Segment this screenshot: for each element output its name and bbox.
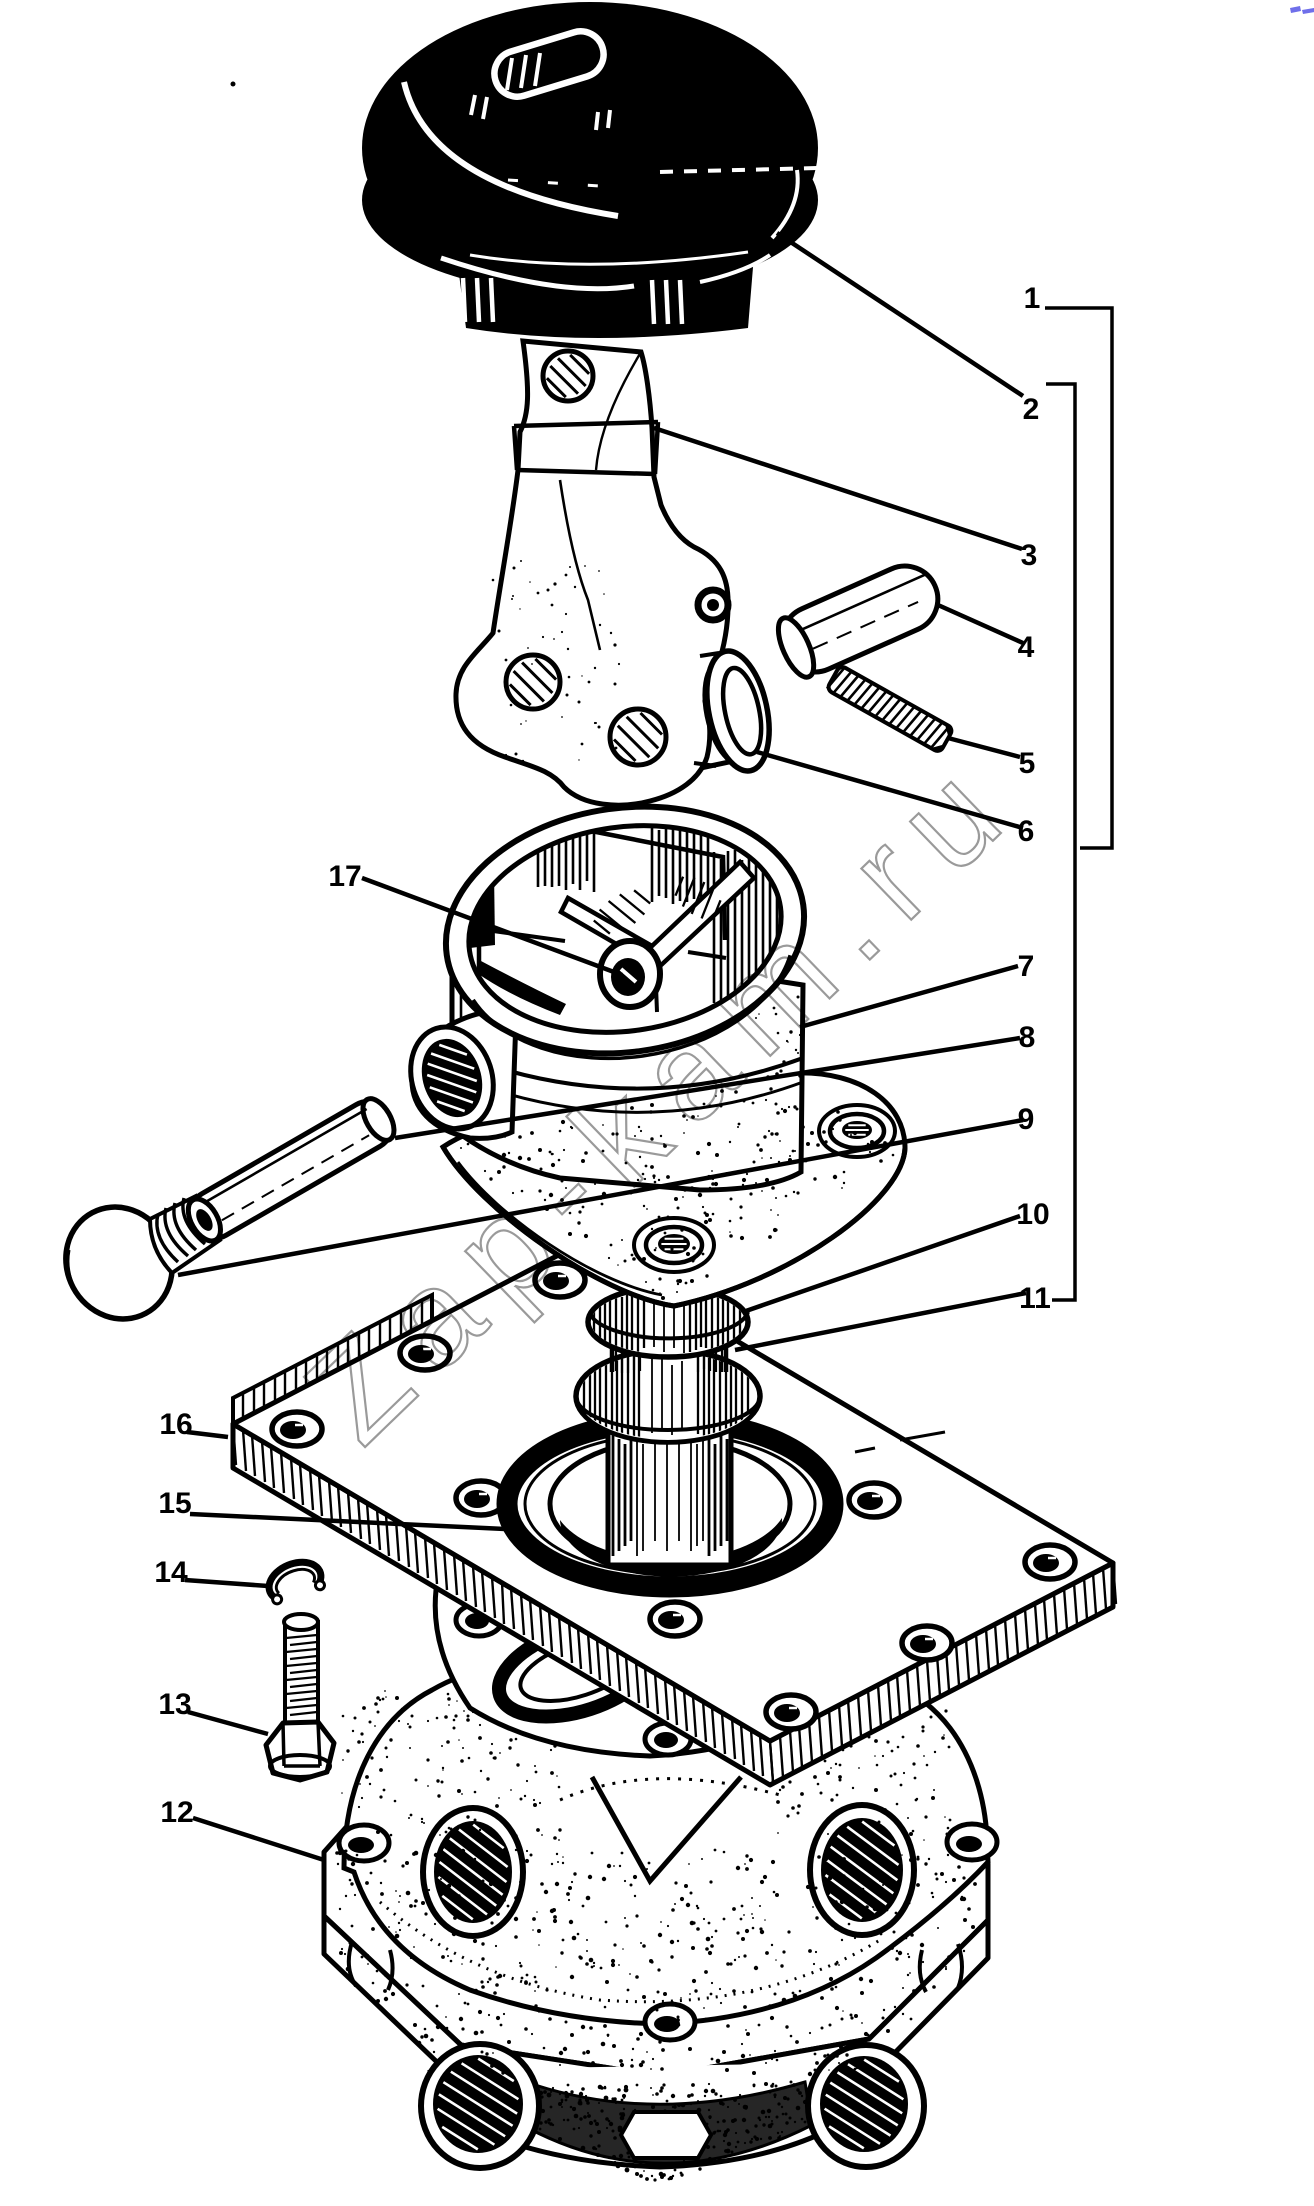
svg-text:5: 5 xyxy=(1019,747,1036,780)
svg-text:6: 6 xyxy=(1018,815,1035,848)
svg-text:14: 14 xyxy=(154,1556,188,1589)
svg-text:4: 4 xyxy=(1018,631,1035,664)
svg-text:11: 11 xyxy=(1019,1282,1051,1315)
svg-text:7: 7 xyxy=(1018,950,1035,983)
svg-text:17: 17 xyxy=(328,860,361,893)
svg-text:8: 8 xyxy=(1019,1021,1036,1054)
svg-text:1: 1 xyxy=(1024,282,1041,315)
svg-text:9: 9 xyxy=(1018,1103,1035,1136)
svg-text:12: 12 xyxy=(160,1796,193,1829)
svg-text:3: 3 xyxy=(1021,539,1038,572)
svg-text:16: 16 xyxy=(159,1408,192,1441)
svg-text:15: 15 xyxy=(158,1487,191,1520)
svg-text:2: 2 xyxy=(1023,393,1040,426)
svg-text:13: 13 xyxy=(158,1688,191,1721)
svg-text:10: 10 xyxy=(1016,1198,1049,1231)
